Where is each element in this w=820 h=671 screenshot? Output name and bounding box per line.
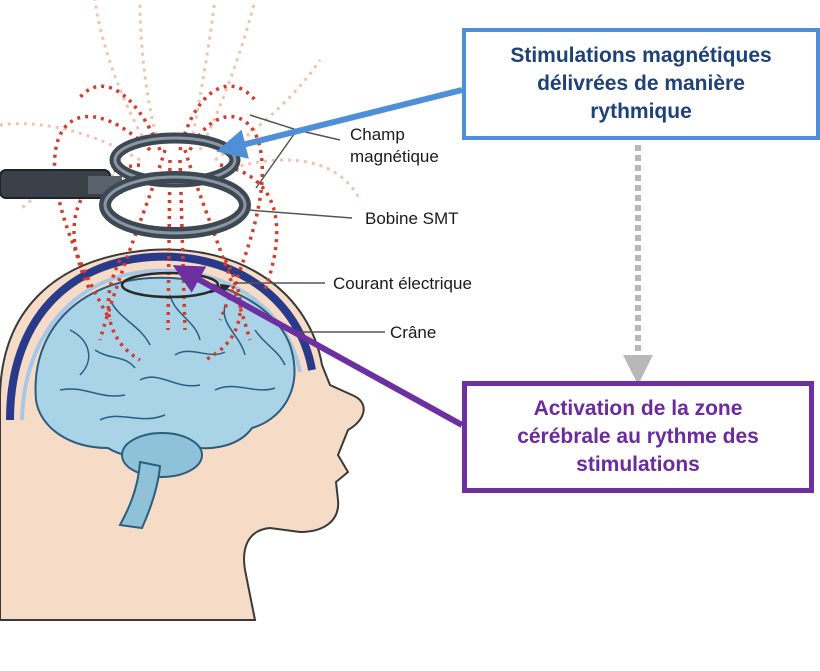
stimulations-box: Stimulations magnétiques délivrées de ma…	[462, 28, 820, 140]
label-champ-line2: magnétique	[350, 147, 439, 166]
activation-line2: cérébrale au rythme des	[517, 425, 759, 448]
stimulations-line3: rythmique	[590, 100, 692, 123]
brain	[34, 276, 296, 459]
activation-line3: stimulations	[576, 453, 700, 476]
label-champ: Champ magnétique	[350, 124, 439, 168]
outer-field-lines	[0, 0, 362, 212]
stimulations-line2: délivrées de manière	[537, 72, 745, 95]
induced-current-loop	[120, 271, 220, 299]
stimulations-line1: Stimulations magnétiques	[510, 44, 772, 67]
purple-arrow	[172, 265, 464, 428]
label-bobine: Bobine SMT	[365, 209, 459, 228]
label-courant: Courant électrique	[333, 274, 472, 293]
label-champ-line1: Champ	[350, 125, 405, 144]
label-crane: Crâne	[390, 323, 437, 342]
magnetic-field-lines	[52, 84, 279, 362]
activation-line1: Activation de la zone	[533, 397, 743, 420]
cerebellum	[121, 432, 203, 478]
activation-box: Activation de la zone cérébrale au rythm…	[462, 381, 814, 493]
brainstem	[118, 460, 162, 530]
brain-folds	[59, 294, 286, 421]
blue-arrow	[216, 87, 463, 159]
skull	[6, 252, 316, 421]
